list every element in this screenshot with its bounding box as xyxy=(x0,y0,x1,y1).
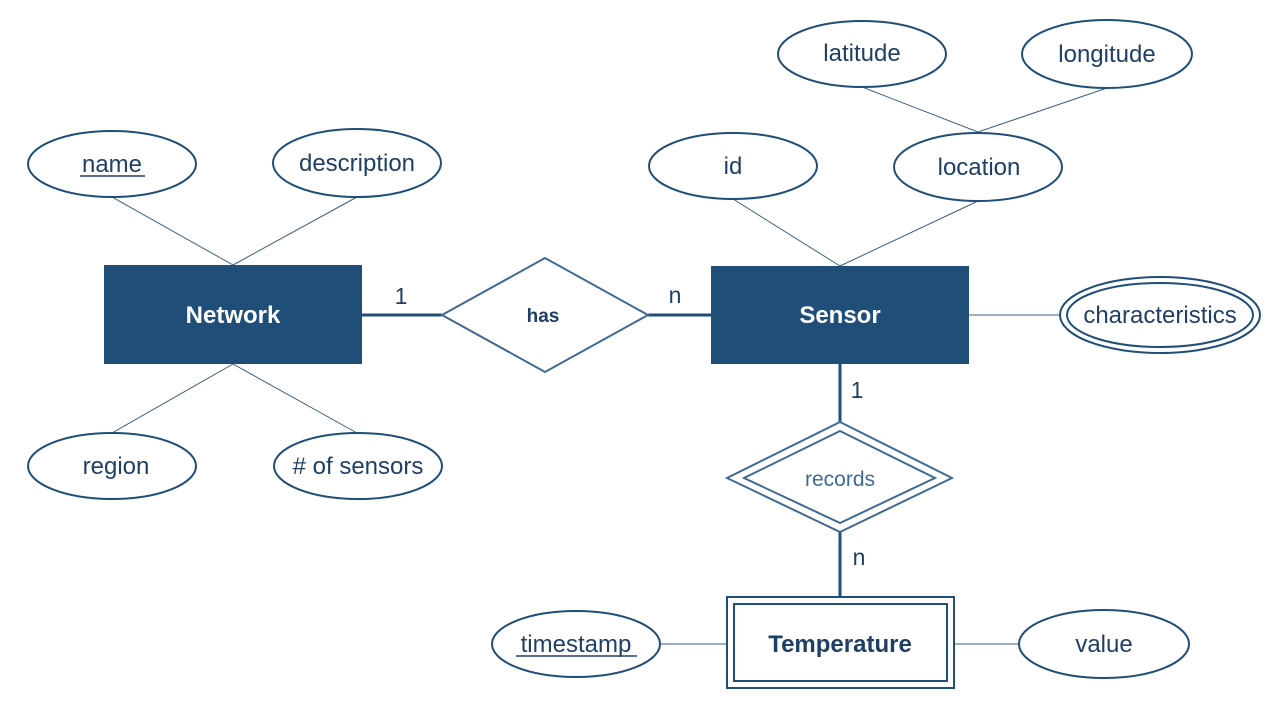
attribute-id: id xyxy=(648,132,818,200)
attribute-latitude: latitude xyxy=(777,20,947,88)
attribute-value-label: value xyxy=(1075,631,1132,658)
attribute-id-label: id xyxy=(724,153,743,180)
line-longitude-location xyxy=(977,87,1108,133)
attribute-characteristics-label: characteristics xyxy=(1083,302,1236,329)
attribute-location-label: location xyxy=(938,154,1021,181)
attribute-value: value xyxy=(1018,609,1190,679)
attribute-latitude-label: latitude xyxy=(823,40,900,67)
attribute-location: location xyxy=(893,132,1063,202)
cardinality-sensor-records: 1 xyxy=(851,377,864,403)
attribute-num-sensors: # of sensors xyxy=(273,432,443,500)
relationship-has-label: has xyxy=(527,306,560,327)
attribute-timestamp-label: timestamp xyxy=(521,631,632,658)
entity-network: Network xyxy=(104,265,362,364)
entity-network-label: Network xyxy=(186,302,281,329)
line-name-network xyxy=(111,196,234,266)
attribute-name-label: name xyxy=(82,151,142,178)
attribute-name: name xyxy=(27,130,197,198)
line-id-sensor xyxy=(732,198,841,267)
cardinality-network-has: 1 xyxy=(395,283,408,309)
entity-temperature: Temperature xyxy=(726,596,955,689)
attribute-longitude-label: longitude xyxy=(1058,41,1155,68)
cardinality-has-sensor: n xyxy=(669,282,682,308)
entity-sensor: Sensor xyxy=(711,266,969,364)
relationship-records-label: records xyxy=(805,468,875,491)
attribute-timestamp: timestamp xyxy=(491,610,661,678)
entity-temperature-label: Temperature xyxy=(768,631,912,658)
attribute-characteristics: characteristics xyxy=(1059,276,1261,354)
attribute-description: description xyxy=(272,128,442,198)
cardinality-records-temperature: n xyxy=(853,544,866,570)
relationship-has: has xyxy=(439,256,651,374)
attribute-region: region xyxy=(27,432,197,500)
attribute-region-label: region xyxy=(83,453,150,480)
attribute-num-sensors-label: # of sensors xyxy=(293,453,424,480)
attribute-longitude: longitude xyxy=(1021,19,1193,89)
connector-lines xyxy=(111,86,1108,645)
line-region-network xyxy=(111,363,234,434)
line-latitude-location xyxy=(861,86,979,133)
entity-sensor-label: Sensor xyxy=(799,302,880,329)
attribute-description-label: description xyxy=(299,150,415,177)
line-numsensors-network xyxy=(232,363,358,434)
line-description-network xyxy=(232,196,358,266)
line-location-sensor xyxy=(839,200,979,267)
relationship-records: records xyxy=(724,420,955,534)
